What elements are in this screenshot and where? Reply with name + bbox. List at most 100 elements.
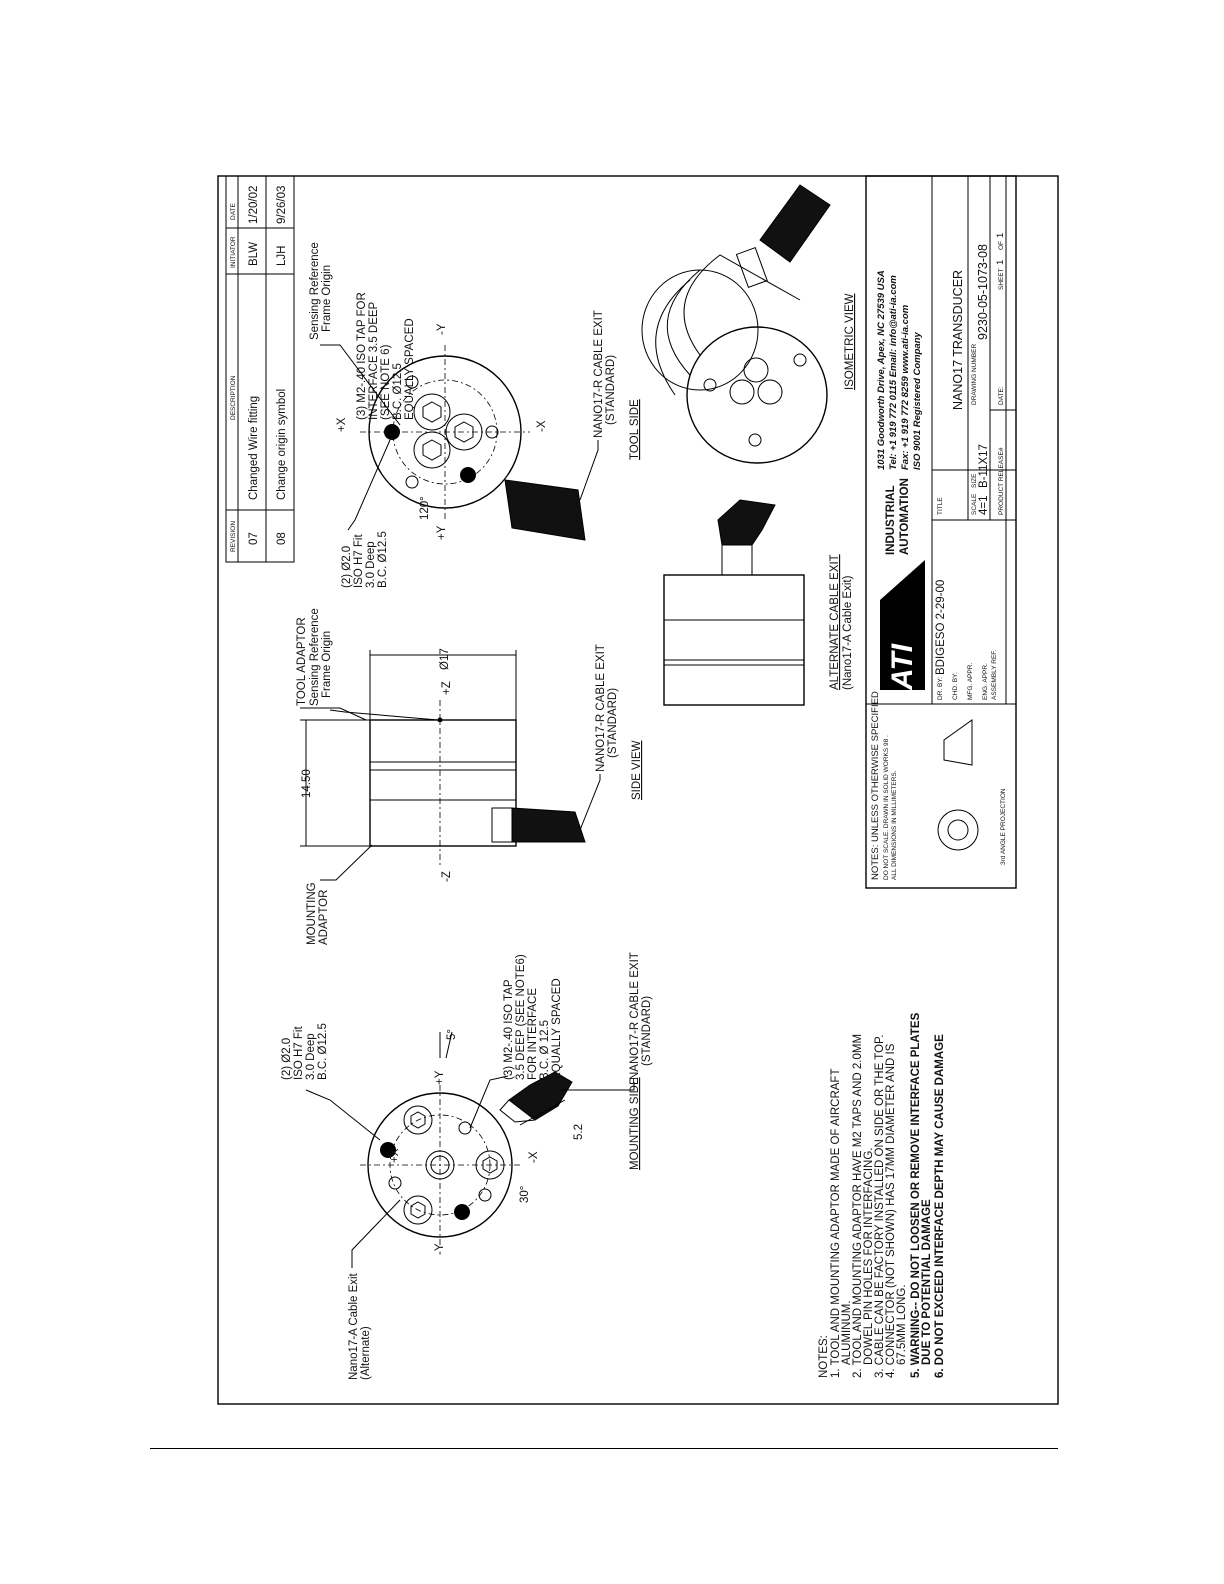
tb-field-label: CHD. BY: xyxy=(952,672,959,700)
isometric-view: ISOMETRIC VIEW xyxy=(641,184,856,464)
rev-header: REVISION xyxy=(230,521,237,552)
tool-side-title: TOOL SIDE xyxy=(629,399,641,460)
ms-tap: FOR INTERFACE xyxy=(527,988,539,1080)
page-footer-rule xyxy=(150,1448,1058,1449)
note-line: DOWEL PIN HOLES FOR INTERFACING. xyxy=(863,1148,875,1365)
tb-notes: NOTES: UNLESS OTHERWISE SPECIFIED xyxy=(870,691,881,880)
tb-field-label: DR. BY: xyxy=(937,677,944,700)
general-notes: NOTES: 1. TOOL AND MOUNTING ADAPTOR MADE… xyxy=(818,1012,946,1378)
alternate-sub: (Nano17-A Cable Exit) xyxy=(842,575,854,690)
sv-dim-dia: Ø17 xyxy=(439,648,451,670)
ts-angle-120: 120° xyxy=(419,496,431,520)
tb-date-label: DATE: xyxy=(998,386,1005,405)
title-block: NOTES: UNLESS OTHERWISE SPECIFIED DO NOT… xyxy=(865,175,1017,889)
ts-origin-label: Frame Origin xyxy=(321,265,333,332)
ms-py-label: +Y xyxy=(434,1070,446,1085)
mounting-side-title: MOUNTING SIDE xyxy=(629,1077,641,1170)
ms-dowel: ISO H7 Fit xyxy=(293,1026,305,1080)
note-line: 67.5MM LONG. xyxy=(896,1284,908,1365)
warning-line: 6. DO NOT EXCEED INTERFACE DEPTH MAY CAU… xyxy=(934,1034,946,1378)
ts-tap: B.C. Ø12.5 xyxy=(392,363,404,420)
ms-cable-std: NANO17-R CABLE EXIT xyxy=(629,952,641,1080)
tb-of: 1 xyxy=(995,233,1006,238)
ms-alt-cable-1: Nano17-A Cable Exit xyxy=(348,1272,360,1380)
ms-ny-label: -Y xyxy=(434,1243,446,1255)
ms-dim-52: 5.2 xyxy=(573,1124,585,1140)
alternate-cable-exit-view: ALTERNATE CABLE EXIT (Nano17-A Cable Exi… xyxy=(663,499,854,706)
ts-cable-std: (STANDARD) xyxy=(605,355,617,425)
tool-side-view: +X -X -Y +Y 120° (3) M2-.40 ISO TAP FOR … xyxy=(309,242,641,588)
rev-08-date: 9/26/03 xyxy=(276,186,288,224)
rev-07-date: 1/20/02 xyxy=(248,186,260,224)
sv-nz-label: -Z xyxy=(441,871,453,882)
sv-origin-label: Frame Origin xyxy=(321,631,333,698)
tb-projection: 3rd ANGLE PROJECTION xyxy=(1000,788,1007,865)
tb-size: B-11X17 xyxy=(978,444,990,488)
sv-cable-std: (STANDARD) xyxy=(607,688,619,758)
alternate-title: ALTERNATE CABLE EXIT xyxy=(829,554,841,690)
ms-alt-cable-2: (Alternate) xyxy=(360,1326,372,1380)
tb-address: 1031 Goodworth Drive, Apex, NC 27539 USA xyxy=(876,270,887,470)
sv-dim-height: 14.50 xyxy=(301,769,313,798)
tb-field-label: MFG. APPR. xyxy=(967,663,974,700)
sv-cable-std: NANO17-R CABLE EXIT xyxy=(595,644,607,772)
mounting-side-view: +X -X +Y -Y 30° 5° 5.2 Nano17-A Cable Ex… xyxy=(281,844,653,1380)
ts-py-label: +Y xyxy=(436,525,448,540)
ms-px-label: +X xyxy=(389,1148,401,1163)
ts-tap: (3) M2-.40 ISO TAP FOR xyxy=(356,292,368,420)
tb-notes: ALL DIMENSIONS IN MILLIMETERS. xyxy=(891,770,898,880)
ts-ny-label: -Y xyxy=(436,323,448,335)
ts-tap: EQUALLY SPACED xyxy=(404,318,416,420)
logo-word: INDUSTRIAL xyxy=(885,485,897,555)
sv-pz-label: +Z xyxy=(441,681,453,695)
revision-table: REVISION DESCRIPTION INITIATOR DATE 07 C… xyxy=(225,175,295,563)
tb-address: Tel: +1 919 772 0115 Email: info@ati-ia.… xyxy=(888,275,899,470)
tb-release-label: PRODUCT RELEASE# xyxy=(998,447,1005,515)
ts-dowel: (2) Ø2.0 xyxy=(341,546,353,588)
initiator-header: INITIATOR xyxy=(230,236,237,268)
notes-title: NOTES: xyxy=(818,1335,830,1378)
ms-cable-std: (STANDARD) xyxy=(641,996,653,1066)
isometric-title: ISOMETRIC VIEW xyxy=(844,293,856,390)
tb-sheet: 1 xyxy=(995,260,1006,265)
ts-tap: (SEE NOTE 6) xyxy=(380,344,392,420)
ts-dowel: ISO H7 Fit xyxy=(353,534,365,588)
rev-08-init: LJH xyxy=(276,246,288,266)
mounting-adaptor-label: ADAPTOR xyxy=(318,890,330,945)
ms-tap: (3) M2-.40 ISO TAP xyxy=(503,979,515,1080)
logo-word: AUTOMATION xyxy=(899,478,911,555)
ms-tap: 3.5 DEEP (SEE NOTE6) xyxy=(515,954,527,1080)
date-header: DATE xyxy=(230,202,237,220)
ati-logo: ATI INDUSTRIAL AUTOMATION xyxy=(880,478,925,691)
tb-field-label: ENG. APPR. xyxy=(982,663,989,700)
note-line: 2. TOOL AND MOUNTING ADAPTOR HAVE M2 TAP… xyxy=(852,1034,864,1378)
logo-letters: ATI xyxy=(886,643,919,691)
tb-title: NANO17 TRANSDUCER xyxy=(951,270,965,410)
ms-dowel: B.C. Ø12.5 xyxy=(317,1023,329,1080)
ms-tap: EQUALLY SPACED xyxy=(551,978,563,1080)
ts-dowel: 3.0 Deep xyxy=(365,541,377,588)
ms-angle-5: 5° xyxy=(446,1029,458,1040)
projection-symbol-icon xyxy=(937,719,979,851)
side-view-title: SIDE VIEW xyxy=(631,740,643,800)
sv-origin-label: Sensing Reference xyxy=(309,608,321,706)
tb-drawing-number: 9230-05-1073-08 xyxy=(976,244,990,340)
tb-of-label: OF xyxy=(998,241,1005,250)
ts-px-label: +X xyxy=(336,417,348,432)
tb-scale-label: SCALE xyxy=(971,493,978,515)
side-view: +Z -Z 14.50 Ø17 TOOL ADAPTOR Sensing Ref… xyxy=(296,608,643,882)
desc-header: DESCRIPTION xyxy=(230,375,237,420)
tb-field-value: BDIGESO 2-29-00 xyxy=(935,580,947,675)
rev-08: 08 xyxy=(276,532,288,545)
rev-07-init: BLW xyxy=(248,242,260,266)
rev-08-desc: Change origin symbol xyxy=(276,389,288,500)
tb-sheet-label: SHEET xyxy=(998,268,1005,290)
tb-notes: DO NOT SCALE. DRAWN IN SOLID WORKS 98 . xyxy=(883,735,890,880)
rev-07: 07 xyxy=(248,532,260,545)
ms-angle-30: 30° xyxy=(519,1186,531,1203)
ts-tap: INTERFACE 3.5 DEEP xyxy=(368,301,380,420)
tb-field-label: ASSEMBLY REF. xyxy=(991,649,998,700)
ts-nx-label: -X xyxy=(536,420,548,432)
ms-dowel: 3.0 Deep xyxy=(305,1033,317,1080)
